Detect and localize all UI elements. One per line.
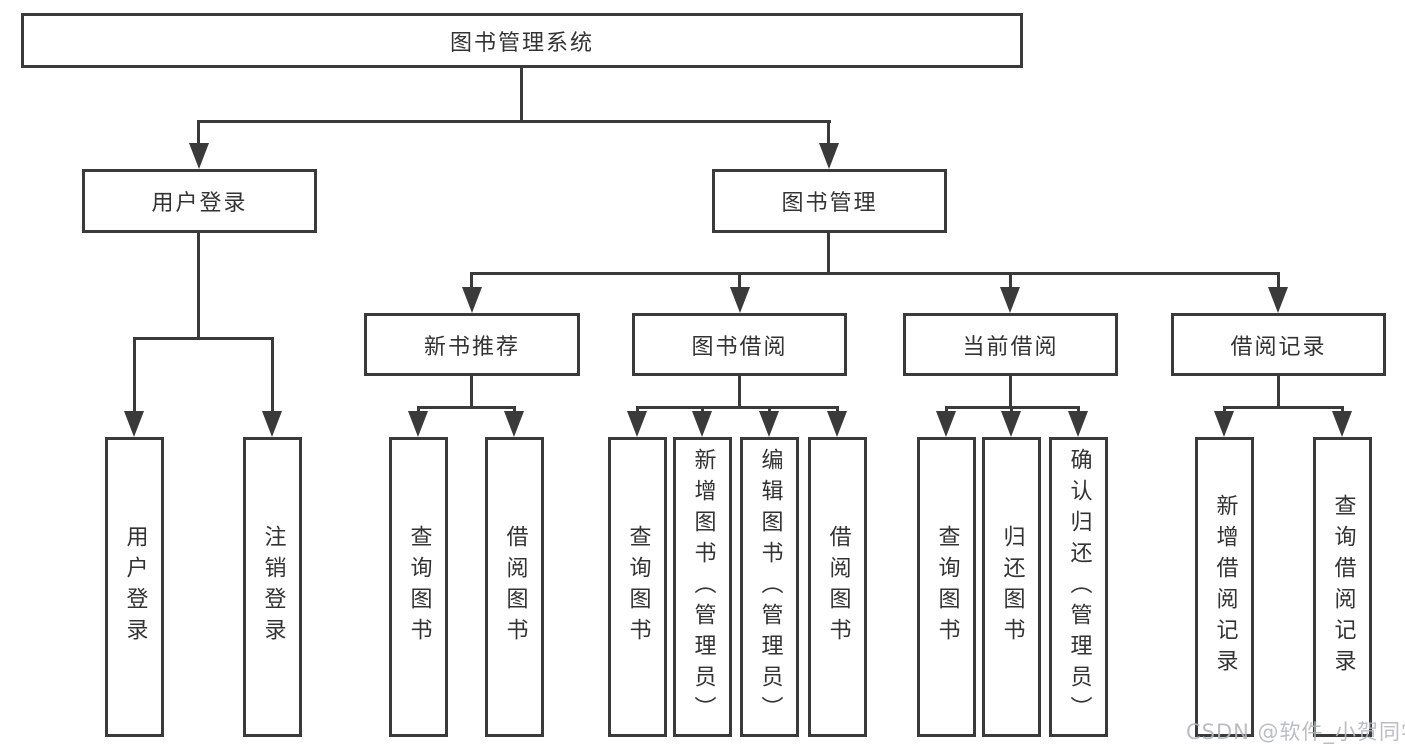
arrow-down-icon [819,143,839,169]
leaf-query-books-current: 查询图书 [917,437,976,737]
arrow-down-icon [408,411,428,437]
edge [133,337,274,340]
leaf-label: 查询图书 [406,525,432,649]
edge [1009,272,1012,287]
edge [836,406,839,413]
arrow-down-icon [1214,411,1234,437]
edge [1277,376,1280,409]
node-book-management: 图书管理 [712,169,947,233]
leaf-label: 确认归还（管理员） [1066,447,1092,727]
edge [197,120,200,143]
node-label: 新书推荐 [423,334,520,360]
edge [1223,406,1344,409]
leaf-label: 用户登录 [122,525,148,649]
edge [701,406,704,413]
arrow-down-icon [1268,287,1288,313]
edge [1277,272,1280,287]
edge [827,233,830,275]
edge [1010,406,1013,413]
leaf-edit-book-admin: 编辑图书（管理员） [740,437,799,737]
edge [520,68,523,123]
node-label: 图书借阅 [691,334,788,360]
edge [738,272,741,287]
edge [1341,406,1344,413]
arrow-down-icon [1000,287,1020,313]
leaf-add-borrow-record: 新增借阅记录 [1195,437,1254,737]
leaf-label: 新增借阅记录 [1212,494,1238,680]
node-book-borrowing: 图书借阅 [632,313,847,376]
node-new-book-recommendation: 新书推荐 [364,313,580,376]
arrow-down-icon [262,411,282,437]
leaf-query-borrow-record: 查询借阅记录 [1313,437,1372,737]
node-label: 图书管理 [781,191,878,216]
leaf-label: 查询图书 [625,525,651,649]
edge [1077,406,1080,413]
edge [197,233,200,340]
node-label: 借阅记录 [1230,334,1327,360]
node-borrowing-records: 借阅记录 [1171,313,1386,376]
edge [513,406,516,413]
leaf-user-login: 用户登录 [105,437,164,737]
leaf-borrow-books-recommend: 借阅图书 [485,437,544,737]
arrow-down-icon [827,411,847,437]
arrow-down-icon [936,411,956,437]
leaf-label: 归还图书 [999,525,1025,649]
leaf-query-books-borrow: 查询图书 [608,437,667,737]
edge [636,406,639,413]
arrow-down-icon [1332,411,1352,437]
leaf-label: 借阅图书 [825,525,851,649]
node-library-management-system: 图书管理系统 [21,13,1023,68]
edge [470,272,473,287]
edge [1009,376,1012,409]
leaf-add-book-admin: 新增图书（管理员） [673,437,732,737]
edge [768,406,771,413]
arrow-down-icon [692,411,712,437]
leaf-label: 借阅图书 [502,525,528,649]
leaf-label: 查询图书 [934,525,960,649]
arrow-down-icon [462,287,482,313]
node-current-borrowing: 当前借阅 [903,313,1118,376]
arrow-down-icon [124,411,144,437]
edge [417,406,516,409]
node-user-login: 用户登录 [82,169,317,233]
edge [945,406,948,413]
node-label: 当前借阅 [962,334,1059,360]
arrow-down-icon [189,143,209,169]
edge [271,337,274,411]
edge [133,337,136,411]
node-label: 图书管理系统 [449,30,594,56]
edge [197,120,831,123]
edge [1223,406,1226,413]
leaf-borrow-books-borrow: 借阅图书 [808,437,867,737]
leaf-label: 注销登录 [260,525,286,649]
edge [827,120,830,143]
arrow-down-icon [1068,411,1088,437]
leaf-return-book: 归还图书 [982,437,1041,737]
edge [470,376,473,409]
leaf-label: 新增图书（管理员） [690,447,716,727]
leaf-label: 查询借阅记录 [1330,494,1356,680]
arrow-down-icon [504,411,524,437]
arrow-down-icon [730,287,750,313]
arrow-down-icon [1001,411,1021,437]
edge [470,272,1280,275]
edge [738,376,741,409]
node-label: 用户登录 [151,191,248,216]
leaf-logout: 注销登录 [243,437,302,737]
arrow-down-icon [759,411,779,437]
leaf-query-books-recommend: 查询图书 [389,437,448,737]
edge [636,406,839,409]
leaf-label: 编辑图书（管理员） [757,447,783,727]
edge [417,406,420,413]
arrow-down-icon [627,411,647,437]
csdn-watermark: CSDN @软件_小贺同学 [1186,720,1405,744]
leaf-confirm-return-admin: 确认归还（管理员） [1049,437,1108,737]
